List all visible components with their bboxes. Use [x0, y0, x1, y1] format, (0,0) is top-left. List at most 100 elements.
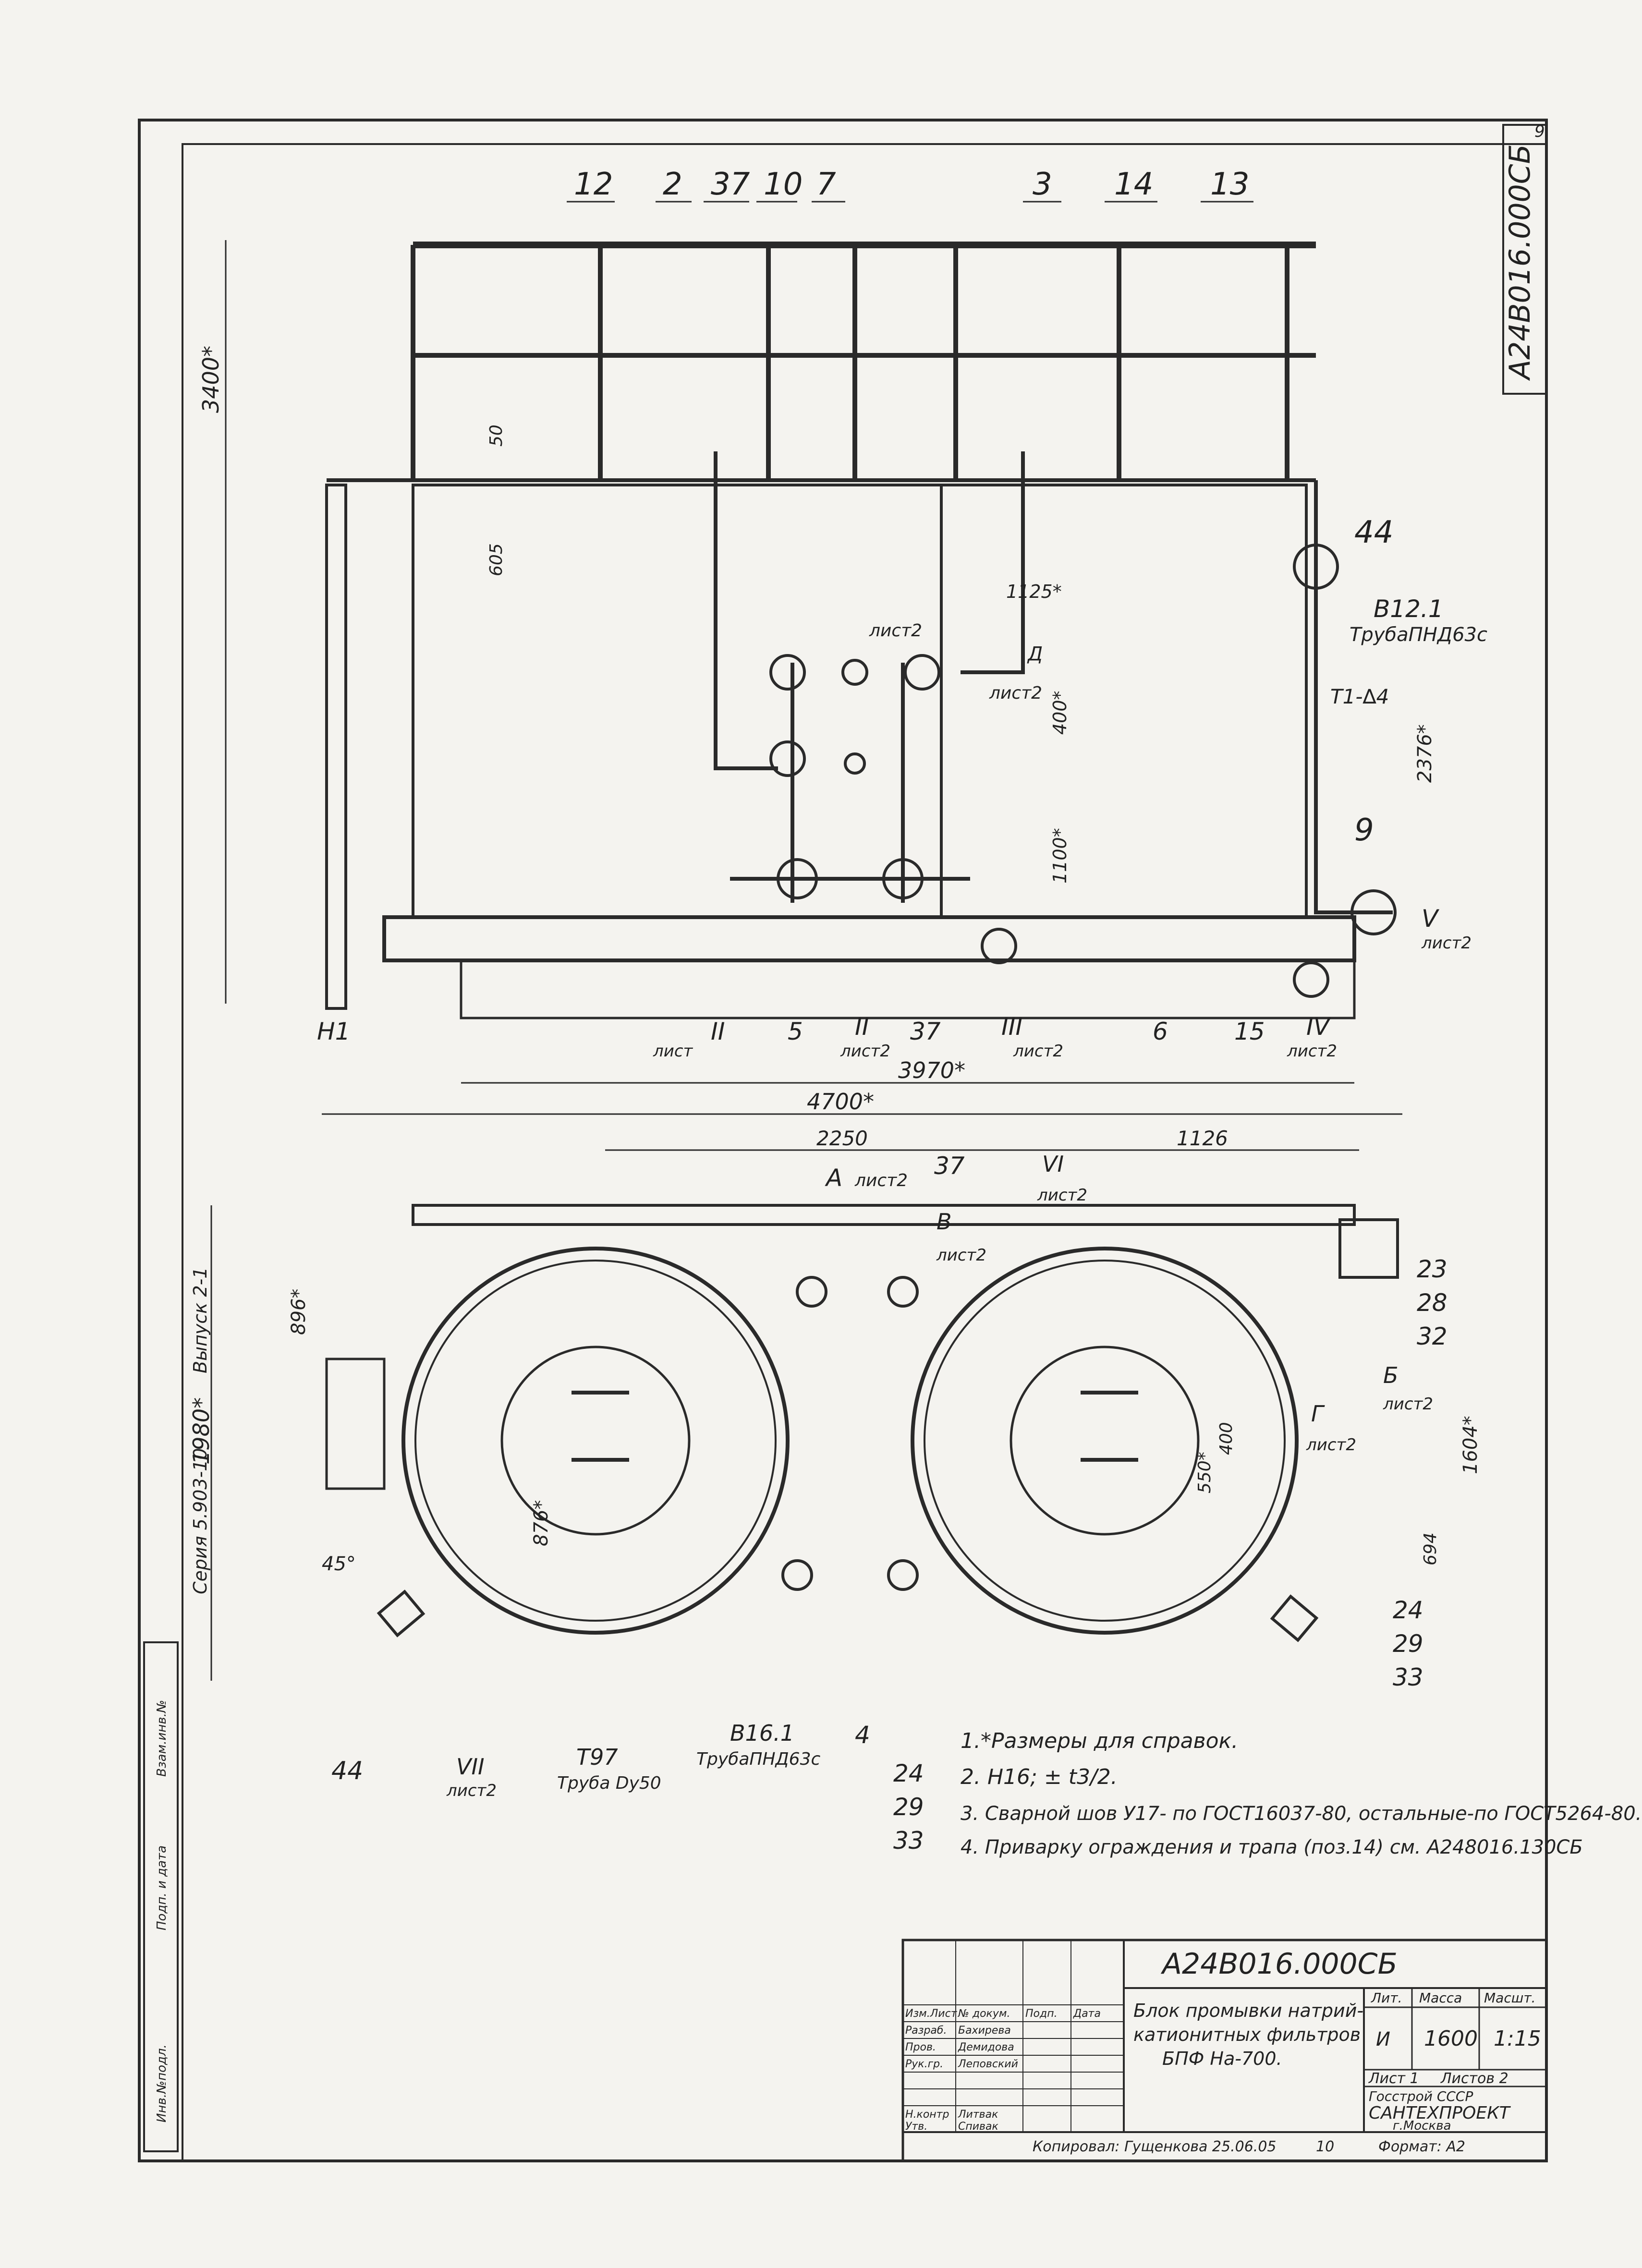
label-sheet: лист2	[854, 1171, 908, 1190]
pos-label: 14	[1114, 167, 1153, 202]
note-sheet: лист2	[989, 683, 1042, 703]
tb-name: Леповский	[958, 2058, 1018, 2070]
tb-col: Подп.	[1025, 2008, 1058, 2020]
pos-label: 5	[788, 1018, 803, 1045]
label-sheet: лист2	[1383, 1395, 1433, 1414]
pos-label: III	[1001, 1013, 1022, 1041]
dim-50: 50	[487, 424, 506, 447]
pos-label: 15	[1234, 1018, 1265, 1045]
tb-sheet: Лист 1	[1368, 2070, 1419, 2087]
pos-label: 3	[1033, 167, 1052, 202]
pipe	[961, 451, 1025, 674]
dim-400-plan: 400	[1216, 1422, 1236, 1455]
manhole-right	[1010, 1346, 1200, 1536]
stack-a-1: 28	[1417, 1289, 1447, 1317]
tb-h-scale: Масшт.	[1484, 1990, 1536, 2006]
pos-label: IV	[1306, 1013, 1332, 1041]
label-vi: VI	[1042, 1151, 1064, 1177]
stack-b-2: 33	[1393, 1663, 1423, 1691]
margin-stamp	[143, 1641, 179, 2152]
pos-label: 12	[574, 167, 613, 202]
label-v: В	[937, 1209, 952, 1235]
tb-role: Утв.	[905, 2121, 927, 2133]
valve	[882, 858, 924, 899]
stack-c-2: 33	[893, 1827, 924, 1855]
valve	[769, 654, 806, 691]
pos-label: 37	[910, 1018, 941, 1045]
header-pipe	[412, 1204, 1356, 1226]
tb-h-mass: Масса	[1419, 1990, 1462, 2006]
tb-org-1: САНТЕХПРОЕКТ	[1369, 2103, 1511, 2123]
label-4: 4	[855, 1721, 870, 1749]
note-v12: В12.1	[1374, 595, 1444, 623]
tb-name: Демидова	[958, 2041, 1014, 2053]
label-pnd: ТрубаПНД63с	[696, 1749, 820, 1769]
pos-label: 37	[711, 167, 750, 202]
pipe	[1314, 480, 1393, 914]
note-2: 2. Н16; ± t3/2.	[961, 1765, 1118, 1789]
dim-1125: 1125*	[1006, 581, 1062, 602]
sheet-ref: лист2	[1287, 1042, 1337, 1061]
valve	[1293, 961, 1329, 998]
dim-2250: 2250	[816, 1127, 868, 1150]
stack-b-1: 29	[1393, 1630, 1423, 1658]
tank-plan-right	[911, 1247, 1299, 1635]
sheet-ref: лист2	[1013, 1042, 1063, 1061]
front-view: 12 2 37 10 7 3 14 13 44 9 В12.1 ТрубаПНД…	[198, 167, 1487, 1084]
stack-a-2: 32	[1417, 1322, 1447, 1350]
ladder-plan	[325, 1358, 386, 1490]
tb-name: Литвак	[958, 2109, 998, 2121]
valve	[981, 928, 1017, 964]
base-frame	[382, 915, 1356, 962]
stack-c-0: 24	[893, 1759, 924, 1787]
tb-org-2: г.Москва	[1393, 2119, 1451, 2133]
tb-scale: 1:15	[1494, 2026, 1541, 2051]
pos-label: 44	[1354, 515, 1393, 550]
dim-400: 400*	[1049, 691, 1070, 735]
tb-name: № докум.	[958, 2008, 1010, 2020]
tank-plan-left-inner	[414, 1260, 777, 1622]
sheet-ref: лист	[653, 1042, 693, 1061]
label-37: 37	[934, 1152, 965, 1180]
skid	[460, 959, 1356, 1019]
code-box	[1502, 124, 1547, 395]
dim-876: 876*	[530, 1500, 552, 1546]
tb-litera: И	[1376, 2028, 1390, 2050]
dim-2376: 2376*	[1414, 724, 1436, 783]
pos-label: 10	[764, 167, 803, 202]
stack-a-0: 23	[1417, 1255, 1447, 1283]
margin-label: Взам.инв.№	[155, 1700, 169, 1777]
tb-role: Разраб.	[905, 2025, 947, 2037]
label-44: 44	[331, 1757, 363, 1785]
tb-col: Дата	[1073, 2008, 1101, 2020]
valve	[796, 1276, 827, 1308]
tb-name: Бахирева	[958, 2025, 1011, 2037]
manhole-left	[500, 1346, 691, 1536]
label-sheet: лист2	[1306, 1435, 1356, 1455]
valve	[844, 752, 866, 775]
tb-name: Спивак	[958, 2121, 998, 2133]
note-pipe: ТрубаПНД63с	[1350, 624, 1487, 646]
tb-title-0: Блок промывки натрий-	[1133, 2000, 1363, 2021]
dim-1126: 1126	[1177, 1127, 1228, 1150]
plan-view: 4700* 2250 1126 А лист2 3	[188, 1089, 1482, 1855]
dim-3400: 3400*	[198, 346, 224, 413]
dim-550: 550*	[1195, 1452, 1215, 1493]
dim-1980: 1980*	[188, 1397, 214, 1465]
tb-mass: 1600	[1424, 2026, 1478, 2051]
valve	[904, 654, 940, 691]
pos-label: 2	[663, 167, 682, 202]
stack-b-0: 24	[1393, 1596, 1423, 1624]
tb-org-0: Госстрой СССР	[1369, 2088, 1473, 2104]
tank-plan-left	[401, 1247, 790, 1635]
label-t97: Т97	[576, 1744, 618, 1770]
pos-label: V	[1422, 905, 1440, 933]
tb-title-1: катионитных фильтров	[1133, 2024, 1361, 2045]
ladder	[325, 484, 347, 1010]
footer-num: 10	[1316, 2138, 1334, 2155]
margin-label: Инв.№подл.	[155, 2044, 169, 2122]
valve	[887, 1559, 919, 1591]
dim-605: 605	[487, 543, 506, 576]
sheet-ref: лист2	[840, 1042, 890, 1061]
pos-label: 13	[1210, 167, 1249, 202]
